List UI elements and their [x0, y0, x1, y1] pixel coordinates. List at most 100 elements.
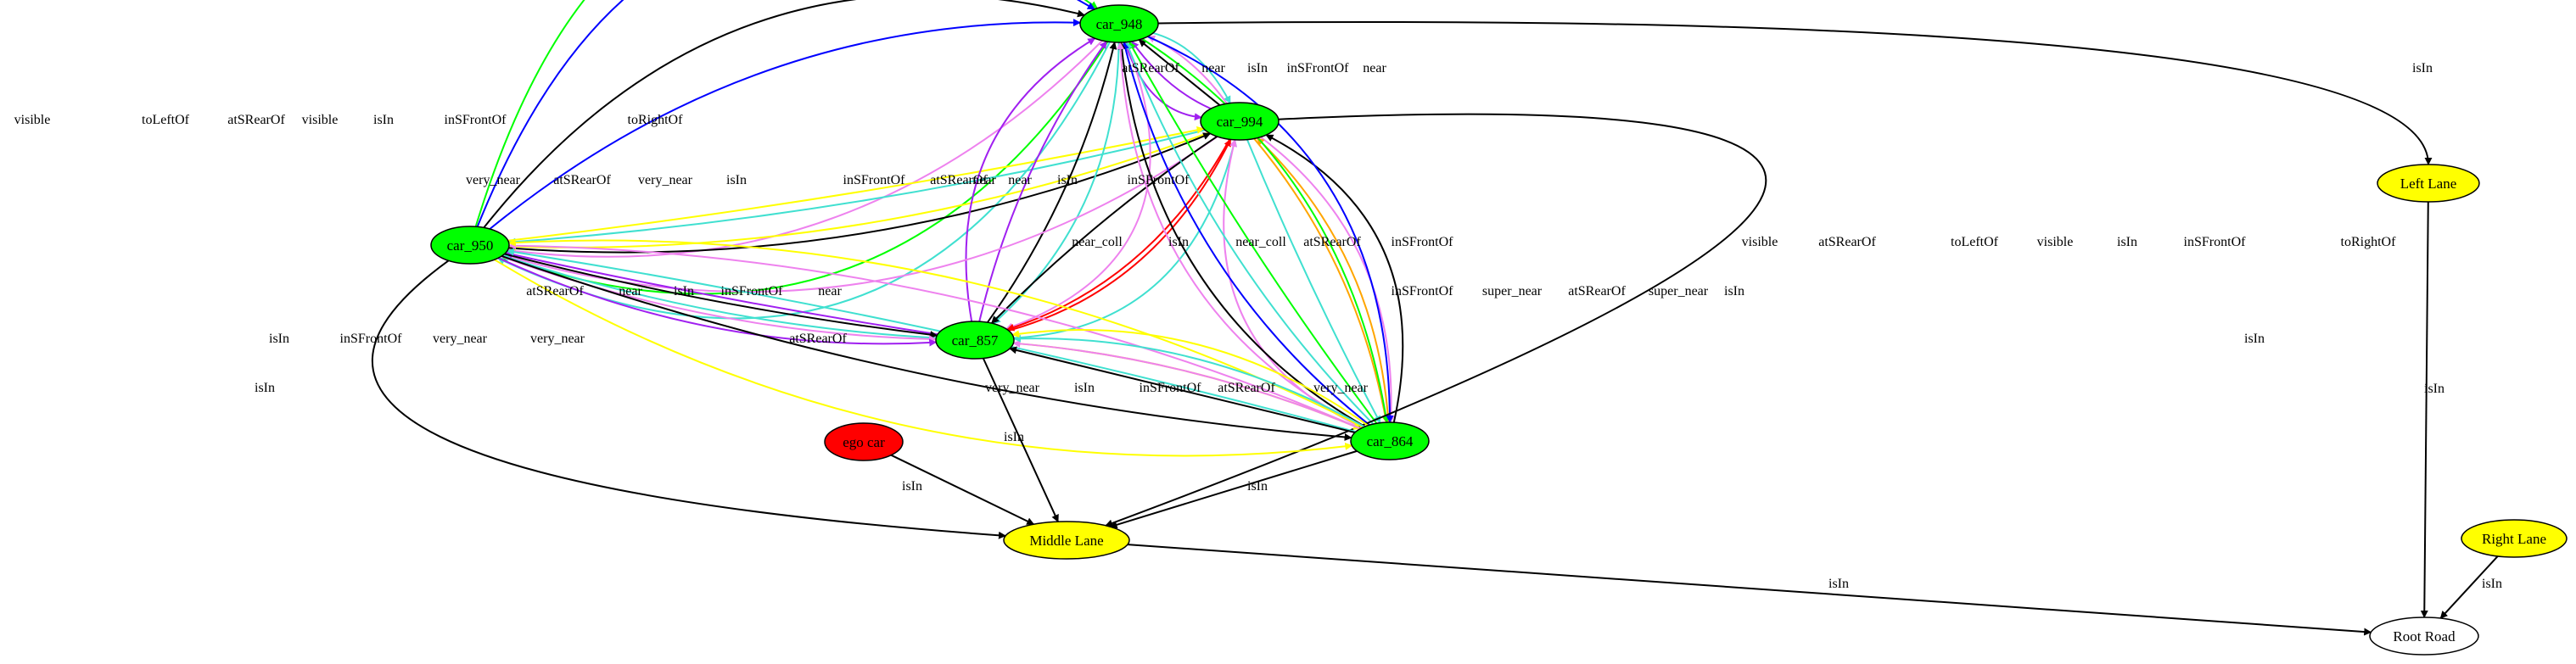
- node-label: Root Road: [2393, 628, 2456, 644]
- node-label: ego car: [843, 434, 885, 450]
- edge-car_994-car_864: [1253, 137, 1389, 423]
- edge-car_950-car_864: [501, 255, 1352, 441]
- edge-car_950-car_948: [474, 0, 1099, 227]
- edge-car_994-middle_lane: [1105, 113, 1767, 527]
- node-shape: [2377, 164, 2480, 203]
- edge-label: super_near: [1649, 284, 1709, 299]
- edge-car_950-car_864: [494, 259, 1353, 457]
- edge-car_857-car_948: [965, 37, 1096, 322]
- node-shape: [824, 422, 904, 461]
- node-ego-car: ego car: [824, 422, 904, 461]
- edge-label: isIn: [1074, 381, 1095, 395]
- node-shape: [1079, 4, 1159, 43]
- edge-car_950-car_857: [497, 257, 938, 347]
- edge-car_994-car_857: [991, 136, 1218, 324]
- edge-label: isIn: [2482, 577, 2502, 591]
- edge-car_857-car_948: [978, 41, 1107, 322]
- edge-car_950-middle_lane: [371, 259, 1006, 539]
- node-left-lane: Left Lane: [2377, 164, 2480, 203]
- edge-car_948-car_950: [507, 40, 1103, 258]
- edge-car_994-car_950: [507, 129, 1206, 246]
- edge-label: very_near: [433, 332, 488, 346]
- edge-label: isIn: [2412, 61, 2433, 75]
- edge-car_948-car_994: [1152, 31, 1231, 104]
- edge-label: atSRearOf: [930, 173, 988, 187]
- edge-car_994-car_864: [1260, 136, 1395, 423]
- node-right-lane: Right Lane: [2461, 519, 2568, 558]
- edge-car_864-car_948: [1128, 41, 1378, 424]
- edge-label: inSFrontOf: [1287, 61, 1350, 75]
- edge-car_948-car_857: [1005, 42, 1151, 331]
- edge-label: very_near: [1313, 381, 1369, 395]
- edge-label: isIn: [255, 381, 275, 395]
- edge-label: isIn: [1724, 284, 1744, 299]
- edge-car_948-car_994: [1123, 42, 1202, 121]
- node-car-950: car_950: [430, 226, 510, 265]
- edge-label: inSFrontOf: [340, 332, 403, 346]
- node-label: car_948: [1096, 16, 1143, 32]
- node-shape: [1350, 421, 1430, 460]
- node-shape: [1200, 102, 1280, 141]
- edge-label: atSRearOf: [1818, 235, 1876, 249]
- edge-label: atSRearOf: [1122, 61, 1179, 75]
- edge-car_864-car_950: [506, 248, 1357, 433]
- edge-car_864-car_857: [1011, 328, 1369, 427]
- edge-label: inSFrontOf: [1392, 284, 1454, 299]
- edge-car_864-car_857: [1012, 339, 1361, 430]
- edge-car_857-car_948: [987, 41, 1117, 323]
- edge-car_948-car_950: [497, 41, 1111, 320]
- edge-label: isIn: [1828, 577, 1849, 591]
- edge-car_857-middle_lane: [982, 358, 1059, 523]
- edge-label: inSFrontOf: [1392, 235, 1454, 249]
- edge-label: visible: [1742, 235, 1778, 249]
- edge-label: atSRearOf: [1218, 381, 1275, 395]
- edge-label: isIn: [269, 332, 289, 346]
- edge-label: very_near: [466, 173, 521, 187]
- edge-label: atSRearOf: [553, 173, 611, 187]
- edge-label: super_near: [1482, 284, 1543, 299]
- edge-car_864-car_948: [1117, 42, 1364, 428]
- edge-label: isIn: [373, 113, 394, 127]
- edge-car_948-left_lane: [1157, 20, 2433, 165]
- edge-label: near: [619, 284, 642, 299]
- edge-label: near: [972, 173, 996, 187]
- edge-label: very_near: [530, 332, 585, 346]
- edge-car_857-car_950: [504, 250, 938, 336]
- edge-label: very_near: [638, 173, 693, 187]
- edge-car_994-car_864: [1246, 139, 1381, 424]
- node-root-road: Root Road: [2369, 617, 2479, 656]
- edges-layer: [371, 0, 2499, 636]
- edge-label: toRightOf: [2341, 235, 2397, 249]
- edge-label: inSFrontOf: [445, 113, 507, 127]
- edge-label: atSRearOf: [227, 113, 285, 127]
- edge-label: near: [1201, 61, 1225, 75]
- edge-label: isIn: [902, 479, 922, 494]
- edge-car_864-car_857: [1012, 334, 1365, 428]
- edge-label: isIn: [726, 173, 747, 187]
- edge-label: near: [818, 284, 842, 299]
- edge-label: atSRearOf: [526, 284, 584, 299]
- edge-car_864-car_950: [507, 238, 1364, 428]
- edge-car_950-car_994: [508, 132, 1212, 254]
- edge-label: visible: [2037, 235, 2074, 249]
- edge-label: near: [1008, 173, 1032, 187]
- edge-car_864-car_948: [1122, 41, 1370, 426]
- edge-label: atSRearOf: [1568, 284, 1626, 299]
- edge-label: atSRearOf: [789, 332, 847, 346]
- edge-label: isIn: [1004, 430, 1024, 444]
- edge-label: visible: [302, 113, 339, 127]
- edge-label: inSFrontOf: [2184, 235, 2247, 249]
- edge-car_950-car_948: [489, 19, 1081, 230]
- node-shape: [430, 226, 510, 265]
- edge-label: inSFrontOf: [1140, 381, 1202, 395]
- edge-label: isIn: [2117, 235, 2137, 249]
- node-car-864: car_864: [1350, 421, 1430, 460]
- edge-car_950-car_948: [483, 0, 1086, 229]
- edge-car_948-car_864: [1147, 36, 1394, 423]
- edge-label: near: [1363, 61, 1386, 75]
- edge-car_994-car_950: [507, 131, 1209, 251]
- edge-label: isIn: [1168, 235, 1189, 249]
- node-label: car_950: [447, 237, 494, 254]
- edge-car_948-car_950: [501, 41, 1109, 295]
